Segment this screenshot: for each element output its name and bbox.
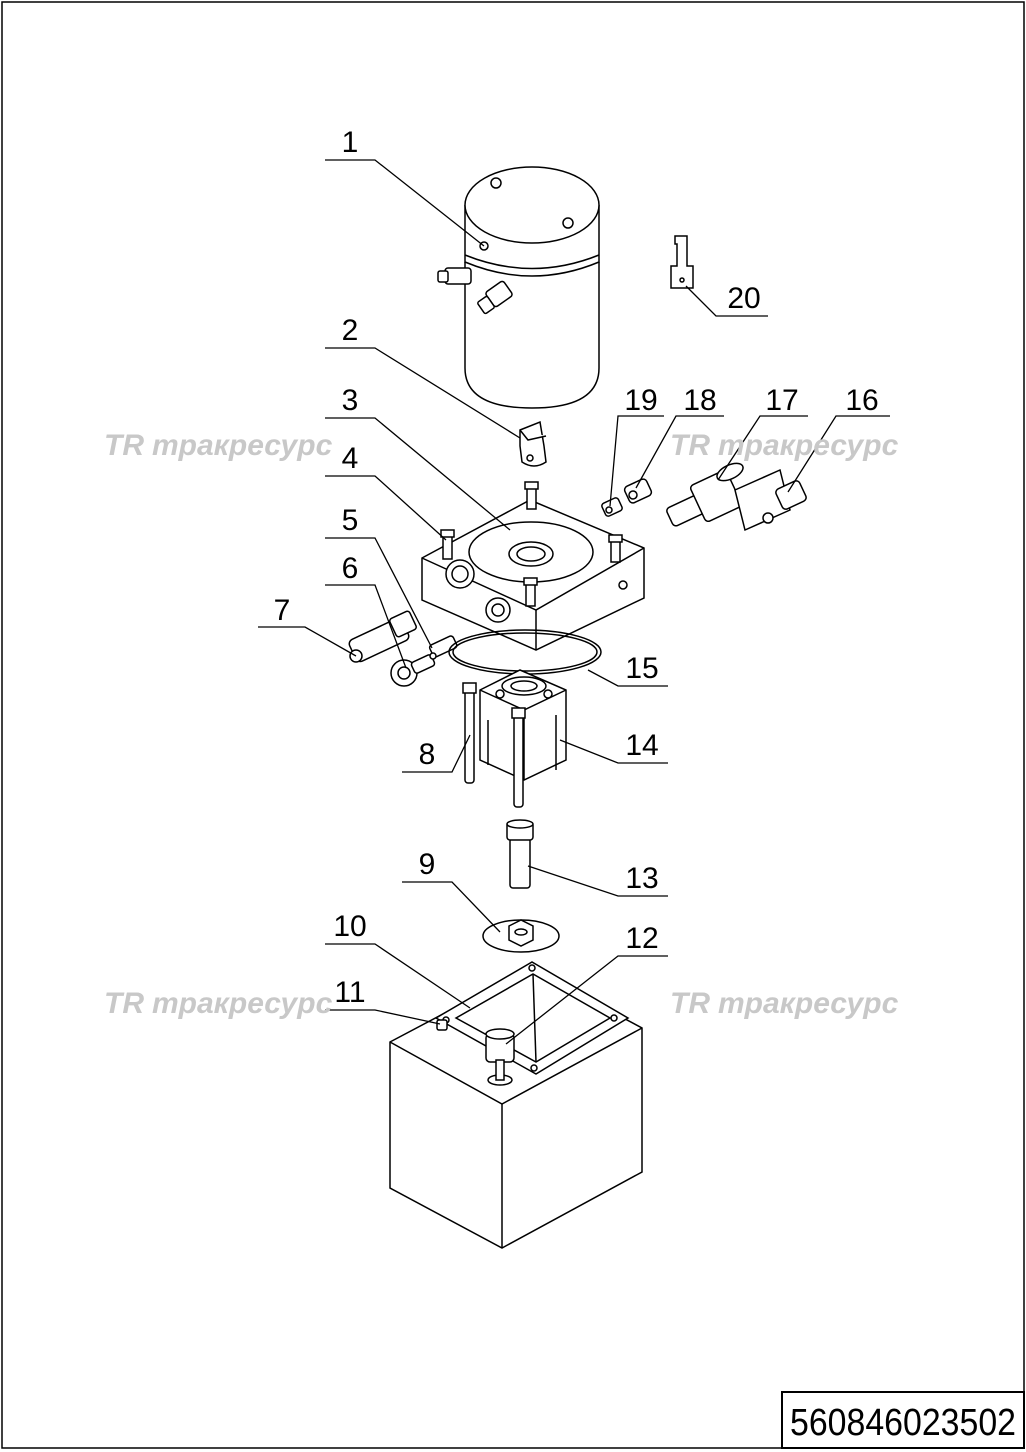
watermark-logo: TR — [670, 429, 710, 462]
callout-7: 7 — [274, 594, 291, 627]
callout-2: 2 — [342, 314, 359, 347]
watermark-group: TR тракресурс TR тракресурс TR тракресур… — [104, 429, 899, 1020]
watermark-logo: TR — [104, 987, 144, 1020]
callout-1: 1 — [342, 126, 359, 159]
callout-12: 12 — [625, 922, 658, 955]
part-17-solenoid-valve — [666, 462, 791, 532]
callout-labels: 1 2 3 4 5 6 7 8 9 10 11 12 13 14 15 16 1… — [274, 126, 879, 1009]
callout-4: 4 — [342, 442, 359, 475]
callout-18: 18 — [683, 384, 716, 417]
callout-8: 8 — [419, 738, 436, 771]
callout-13: 13 — [625, 862, 658, 895]
part-number: 560846023502 — [790, 1402, 1016, 1444]
watermark-text: тракресурс — [718, 429, 899, 462]
callout-19: 19 — [624, 384, 657, 417]
part-10-tank-cover-gasket — [434, 961, 630, 1075]
part-20-terminal-bracket — [670, 235, 694, 289]
watermark-logo: TR — [670, 987, 710, 1020]
part-2-coupling — [519, 420, 547, 467]
callout-11: 11 — [334, 976, 365, 1009]
callout-16: 16 — [845, 384, 878, 417]
part-3-valve-block — [421, 481, 645, 651]
watermark-text: тракресурс — [718, 987, 899, 1020]
watermark-text: тракресурс — [152, 429, 333, 462]
part-16-connector — [775, 480, 807, 510]
callout-14: 14 — [625, 729, 658, 762]
watermark-logo: TR — [104, 429, 144, 462]
callout-15: 15 — [625, 652, 658, 685]
part-5-check-valve — [428, 635, 458, 660]
part-13-suction-pipe — [506, 819, 534, 889]
callout-17: 17 — [765, 384, 798, 417]
callout-5: 5 — [342, 504, 359, 537]
part-19-fitting — [601, 497, 623, 517]
callout-6: 6 — [342, 552, 359, 585]
callout-10: 10 — [333, 910, 366, 943]
part-18-plug — [623, 478, 653, 504]
part-number-box: 560846023502 — [781, 1391, 1025, 1449]
callout-9: 9 — [419, 848, 436, 881]
part-6-plug — [390, 654, 436, 687]
leader-lines — [258, 159, 890, 1045]
part-9-filter — [482, 919, 560, 953]
part-11-screws — [436, 1019, 448, 1031]
callout-20: 20 — [727, 282, 760, 315]
part-1-electric-motor — [437, 166, 600, 409]
part-7-pressure-fitting — [348, 610, 417, 663]
watermark-text: тракресурс — [152, 987, 333, 1020]
callout-3: 3 — [342, 384, 359, 417]
part-12-filler-cap — [485, 1028, 515, 1086]
